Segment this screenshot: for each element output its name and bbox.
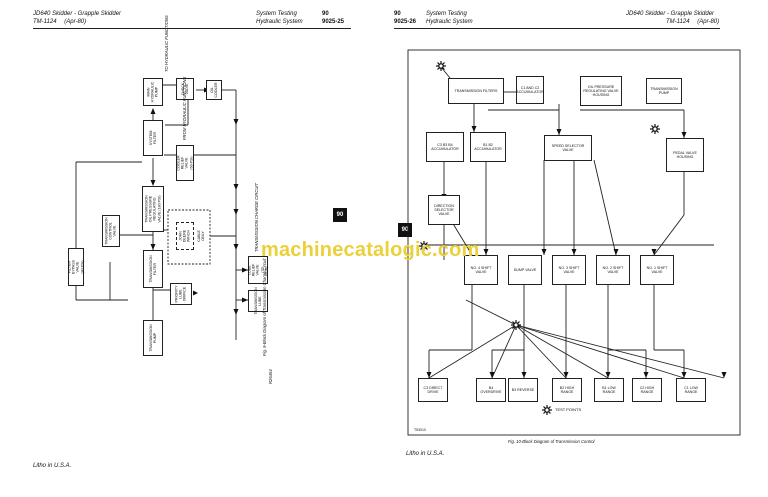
transmission-filters-block: TRANSMISSION FILTERS bbox=[448, 78, 504, 104]
left-figure-id: R26454 bbox=[268, 369, 273, 384]
left-header-subsection: Hydraulic System bbox=[256, 19, 303, 25]
left-footer: Litho in U.S.A. bbox=[33, 463, 72, 469]
section-tab: 90 bbox=[333, 208, 347, 222]
c3-direct-drive-block: C3 DIRECT DRIVE bbox=[418, 378, 448, 402]
left-header-page: 9025-25 bbox=[322, 19, 345, 25]
transmission-pump-block: TRANSMISSION PUMP bbox=[143, 320, 163, 356]
transmission-lube-block: TRANSMISSION LUBE bbox=[248, 287, 268, 315]
right-header-page: 9025-26 bbox=[394, 19, 417, 25]
to-hydraulic-functions-label: TO HYDRAULIC FUNCTIONS bbox=[164, 15, 169, 72]
figure-title-vertical: TRANSMISSION CHARGE CIRCUIT bbox=[254, 182, 259, 252]
pedal-valve-housing-block: PEDAL VALVE HOUSING bbox=[666, 138, 704, 172]
left-header-tm-number: TM-1124 bbox=[33, 19, 57, 25]
no2-shift-valve-block: NO. 2 SHIFT VALVE bbox=[596, 255, 630, 285]
right-page: 90 9025-26 System Testing Hydraulic Syst… bbox=[384, 0, 768, 497]
transmission-control-lines bbox=[407, 49, 741, 436]
no1-shift-valve-block: NO. 1 SHIFT VALVE bbox=[640, 255, 674, 285]
right-figure-caption: Fig. 10-Block Diagram of Transmission Co… bbox=[508, 439, 595, 444]
b1-low-range-block: B1 LOW RANGE bbox=[594, 378, 624, 402]
section-tab: 90 bbox=[398, 223, 412, 237]
lube-relief-valve-block: LUBE RELIEF VALVE (20 PSI) bbox=[247, 256, 268, 284]
no4-shift-valve-block: NO. 4 SHIFT VALVE bbox=[464, 255, 498, 285]
transmission-pump-block: TRANSMISSION PUMP bbox=[646, 78, 682, 104]
left-page: JD640 Skidder - Grapple Skidder TM-1124 … bbox=[33, 11, 351, 469]
oil-cooler-block: OIL COOLER bbox=[206, 80, 222, 100]
left-header-date: (Apr-80) bbox=[64, 19, 87, 25]
left-header-tm: TM-1124 (Apr-80) bbox=[33, 18, 86, 26]
transmission-filter-block: TRANSMISSION FILTER bbox=[143, 250, 163, 288]
left-figure-caption: Fig. 9-Block Diagram of Transmission Cha… bbox=[262, 258, 267, 356]
b2-high-range-block: B2 HIGH RANGE bbox=[552, 378, 582, 402]
left-header-section: System Testing bbox=[256, 11, 297, 17]
left-header-group: 90 bbox=[322, 11, 329, 17]
b1-b2-accumulator-block: B1 B2 ACCUMULATOR bbox=[470, 132, 506, 162]
no3-shift-valve-block: NO. 3 SHIFT VALVE bbox=[552, 255, 586, 285]
priority-lube-orifice-block: PRIORITY LUBE ORIFICE bbox=[170, 283, 192, 305]
speed-selector-valve-block: SPEED SELECTOR VALVE bbox=[544, 135, 592, 161]
check-valve-block: CHECK VALVE bbox=[176, 78, 194, 100]
right-header-tm-number: TM-1124 bbox=[666, 19, 690, 25]
right-footer: Litho in U.S.A. bbox=[406, 451, 445, 457]
right-header-group: 90 bbox=[394, 11, 401, 17]
direction-selector-valve-block: DIRECTION SELECTOR VALVE bbox=[428, 195, 460, 225]
left-header-title: JD640 Skidder - Grapple Skidder bbox=[33, 11, 122, 17]
cable-only-label: CABLE ONLY bbox=[196, 222, 206, 250]
filter-bypass-valve-block: FILTER BYPASS VALVE (80 PSI) bbox=[68, 248, 84, 286]
oil-pressure-regulating-valve-block: OIL PRESSURE REGULATING VALVE HOUSING bbox=[580, 76, 622, 106]
right-header-date: (Apr-80) bbox=[697, 19, 720, 25]
transmission-control-valve-block: TRANSMISSION CONTROL VALVE bbox=[102, 215, 120, 247]
cooler-relief-valve-block: COOLER RELIEF VALVE (60 PSI) bbox=[176, 145, 194, 181]
right-header-subsection: Hydraulic System bbox=[426, 19, 473, 25]
b4-overdrive-block: B4 OVERDRIVE bbox=[476, 378, 506, 402]
c3-b3-b4-accumulator-block: C3 B3 B4 ACCUMULATOR bbox=[426, 132, 464, 162]
c1-low-range-block: C1 LOW RANGE bbox=[676, 378, 706, 402]
john-deere-winch-block: JOHN DEERE WINCH bbox=[176, 222, 194, 250]
right-header-section: System Testing bbox=[426, 11, 467, 17]
right-header-title: JD640 Skidder - Grapple Skidder bbox=[626, 11, 715, 17]
right-header-rule bbox=[394, 28, 720, 29]
right-header-tm: TM-1124 (Apr-80) bbox=[666, 18, 719, 26]
from-hydraulic-functions-label: FROM HYDRAULIC FUNCTIONS bbox=[182, 76, 187, 140]
c2-high-range-block: C2 HIGH RANGE bbox=[632, 378, 662, 402]
b3-reverse-block: B3 REVERSE bbox=[508, 378, 538, 402]
test-points-label: TEST POINTS bbox=[555, 407, 582, 412]
watermark-text: machinecatalogic.com bbox=[261, 239, 480, 261]
right-figure-id: T53010 bbox=[414, 428, 426, 432]
left-header-rule bbox=[33, 28, 351, 29]
dump-valve-block: DUMP VALVE bbox=[508, 255, 542, 285]
c1-c2-accumulator-block: C1 AND C2 ACCUMULATOR bbox=[516, 76, 544, 104]
main-hydraulic-pump-block: MAIN HYDRAULIC PUMP bbox=[143, 78, 163, 106]
regulating-valve-block: TRANSMISSION OIL PRESSURE REGULATING VAL… bbox=[142, 186, 164, 232]
system-filter-block: SYSTEM FILTER bbox=[143, 120, 163, 156]
